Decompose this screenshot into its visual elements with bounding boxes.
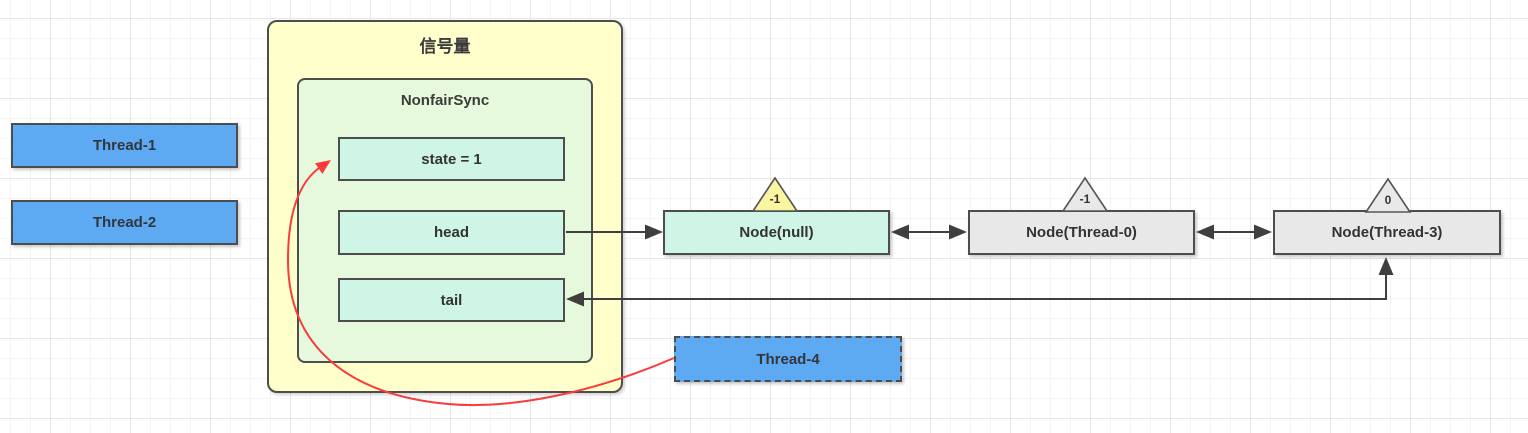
node-thread-0-to-node-thread-3-link <box>1196 224 1272 240</box>
semaphore-title: 信号量 <box>419 37 471 56</box>
nonfairsync-title: NonfairSync <box>400 92 490 109</box>
node-thread-0-label: Node(Thread-0) <box>1026 224 1137 241</box>
waitstatus-label-node-thread-0: -1 <box>1079 192 1091 206</box>
thread-4-label: Thread-4 <box>756 350 820 368</box>
node-null-box: Node(null) <box>663 210 890 255</box>
node-thread-3-label: Node(Thread-3) <box>1331 224 1443 241</box>
thread-2-label: Thread-2 <box>92 214 157 231</box>
node-thread-0-box: Node(Thread-0) <box>968 210 1195 255</box>
node-null-to-node-thread-0-link <box>891 224 967 240</box>
node-null-label: Node(null) <box>739 224 814 241</box>
tail-box: tail <box>338 278 565 322</box>
thread-4-box: Thread-4 <box>674 336 902 382</box>
state-label: state = 1 <box>421 150 482 168</box>
waitstatus-label-node-null: -1 <box>769 192 781 206</box>
waitstatus-label-node-thread-3: 0 <box>1384 193 1392 207</box>
thread-2-box: Thread-2 <box>11 200 238 245</box>
head-label: head <box>433 224 469 241</box>
thread-1-box: Thread-1 <box>11 123 238 168</box>
head-box: head <box>338 210 565 255</box>
state-box: state = 1 <box>338 137 565 181</box>
tail-to-node-thread-3-link <box>566 257 1394 307</box>
tail-label: tail <box>440 291 463 309</box>
node-thread-3-box: Node(Thread-3) <box>1273 210 1501 255</box>
thread-1-label: Thread-1 <box>92 137 157 154</box>
